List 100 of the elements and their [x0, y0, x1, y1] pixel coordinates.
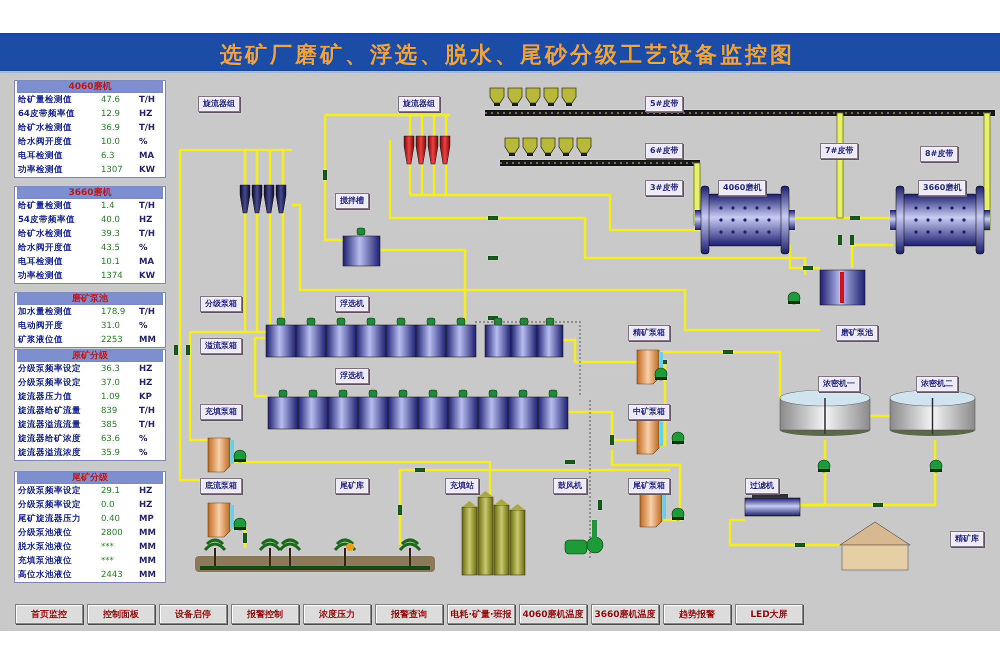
equipment-tag: 底流泵箱: [200, 478, 242, 494]
parameter-name: 旋流器给矿浓度: [18, 433, 81, 445]
parameter-name: 给矿量检测值: [18, 94, 72, 106]
parameter-name: 旋流器压力值: [18, 391, 72, 403]
parameter-name: 旋流器给矿流量: [18, 405, 81, 417]
parameter-name: 分级泵频率设定: [18, 363, 81, 375]
parameter-name: 给矿量检测值: [18, 200, 72, 212]
unit: MM: [139, 334, 156, 346]
section-header: 3660磨机: [17, 187, 163, 199]
parameter-name: 给水阀开度值: [18, 136, 72, 148]
parameter-name: 给矿水检测值: [18, 122, 72, 134]
parameter-value: 1374: [101, 270, 123, 282]
unit: %: [139, 242, 148, 254]
unit: %: [139, 433, 148, 445]
equipment-tag: 充填站: [445, 478, 479, 494]
equipment-tag: 3#皮带: [645, 180, 684, 196]
parameter-value: 40.0: [101, 214, 120, 226]
parameter-name: 64皮带频率值: [18, 108, 75, 120]
nav-button: 浓度压力: [303, 604, 371, 624]
nav-button: 电耗·矿量·班报: [447, 604, 515, 624]
parameter-name: 分级泵频率设定: [18, 499, 81, 511]
parameter-value: 31.0: [101, 320, 120, 332]
unit: HZ: [139, 485, 152, 497]
parameter-value: 10.0: [101, 136, 120, 148]
parameter-value: 0.0: [101, 499, 115, 511]
nav-button: 首页监控: [15, 604, 83, 624]
unit: KP: [139, 391, 152, 403]
nav-button: 4060磨机温度: [519, 604, 587, 624]
equipment-tag: 过滤机: [745, 478, 779, 494]
section-header: 4060磨机: [17, 81, 163, 93]
parameter-name: 加水量检测值: [18, 306, 72, 318]
parameter-value: ***: [101, 541, 114, 553]
unit: T/H: [139, 94, 156, 106]
equipment-tag: 尾矿泵箱: [628, 478, 670, 494]
parameter-value: 2443: [101, 569, 123, 581]
section-header: 磨矿泵池: [17, 293, 163, 305]
parameter-name: 充填泵池液位: [18, 555, 72, 567]
parameter-name: 旋流器溢流流量: [18, 419, 81, 431]
unit: %: [139, 136, 148, 148]
nav-button: 控制面板: [87, 604, 155, 624]
parameter-name: 分级泵池液位: [18, 527, 72, 539]
unit: MM: [139, 527, 156, 539]
equipment-tag: 精矿库: [950, 531, 984, 547]
unit: T/H: [139, 405, 156, 417]
equipment-tag: 浮选机: [335, 368, 369, 384]
parameter-name: 分级泵频率设定: [18, 377, 81, 389]
unit: %: [139, 447, 148, 459]
unit: HZ: [139, 499, 152, 511]
unit: HZ: [139, 363, 152, 375]
parameter-value: 2800: [101, 527, 123, 539]
unit: MM: [139, 569, 156, 581]
parameter-value: 29.1: [101, 485, 120, 497]
section-header: 尾矿分级: [17, 472, 163, 484]
parameter-name: 54皮带频率值: [18, 214, 75, 226]
equipment-tag: 8#皮带: [920, 146, 958, 162]
section-header: 原矿分级: [17, 350, 163, 362]
equipment-tag: 浓密机二: [916, 376, 958, 392]
nav-button: 3660磨机温度: [591, 604, 659, 624]
equipment-tag: 7#皮带: [820, 143, 858, 159]
parameter-value: 37.0: [101, 377, 120, 389]
parameter-name: 矿浆液位值: [18, 334, 63, 346]
nav-button: 趋势报警: [663, 604, 731, 624]
nav-button: 报警控制: [231, 604, 299, 624]
unit: MA: [139, 150, 154, 162]
parameter-value: 385: [101, 419, 118, 431]
parameter-value: 35.9: [101, 447, 120, 459]
equipment-tag: 4060磨机: [718, 180, 766, 196]
parameter-name: 高位水池液位: [18, 569, 72, 581]
nav-button: 设备启停: [159, 604, 227, 624]
parameter-value: 6.3: [101, 150, 115, 162]
parameter-name: 给水阀开度值: [18, 242, 72, 254]
unit: T/H: [139, 419, 156, 431]
equipment-tag: 中矿泵箱: [628, 404, 670, 420]
equipment-tag: 3660磨机: [918, 180, 966, 196]
parameter-name: 功率检测值: [18, 270, 63, 282]
unit: KW: [139, 164, 155, 176]
parameter-name: 尾矿旋流器压力: [18, 513, 81, 525]
nav-button: 报警查询: [375, 604, 443, 624]
equipment-tag: 浓密机一: [818, 376, 860, 392]
equipment-tag: 尾矿库: [335, 478, 369, 494]
nav-button: LED大屏: [735, 604, 803, 624]
parameter-value: 43.5: [101, 242, 120, 254]
parameter-value: 39.3: [101, 228, 120, 240]
title: 选矿厂磨矿、浮选、脱水、尾砂分级工艺设备监控图: [220, 41, 795, 70]
equipment-tag: 精矿泵箱: [628, 325, 670, 341]
unit: MA: [139, 256, 154, 268]
parameter-value: 63.6: [101, 433, 120, 445]
equipment-tag: 溢流泵箱: [200, 338, 242, 354]
parameter-value: ***: [101, 555, 114, 567]
equipment-tag: 磨矿泵池: [836, 325, 878, 341]
parameter-value: 0.40: [101, 513, 120, 525]
equipment-tag: 充填泵箱: [200, 404, 242, 420]
unit: MM: [139, 541, 156, 553]
unit: T/H: [139, 200, 156, 212]
parameter-value: 36.3: [101, 363, 120, 375]
parameter-name: 电耳检测值: [18, 256, 63, 268]
parameter-name: 功率检测值: [18, 164, 63, 176]
equipment-tag: 分级泵箱: [200, 296, 242, 312]
parameter-value: 12.9: [101, 108, 120, 120]
parameter-value: 2253: [101, 334, 123, 346]
